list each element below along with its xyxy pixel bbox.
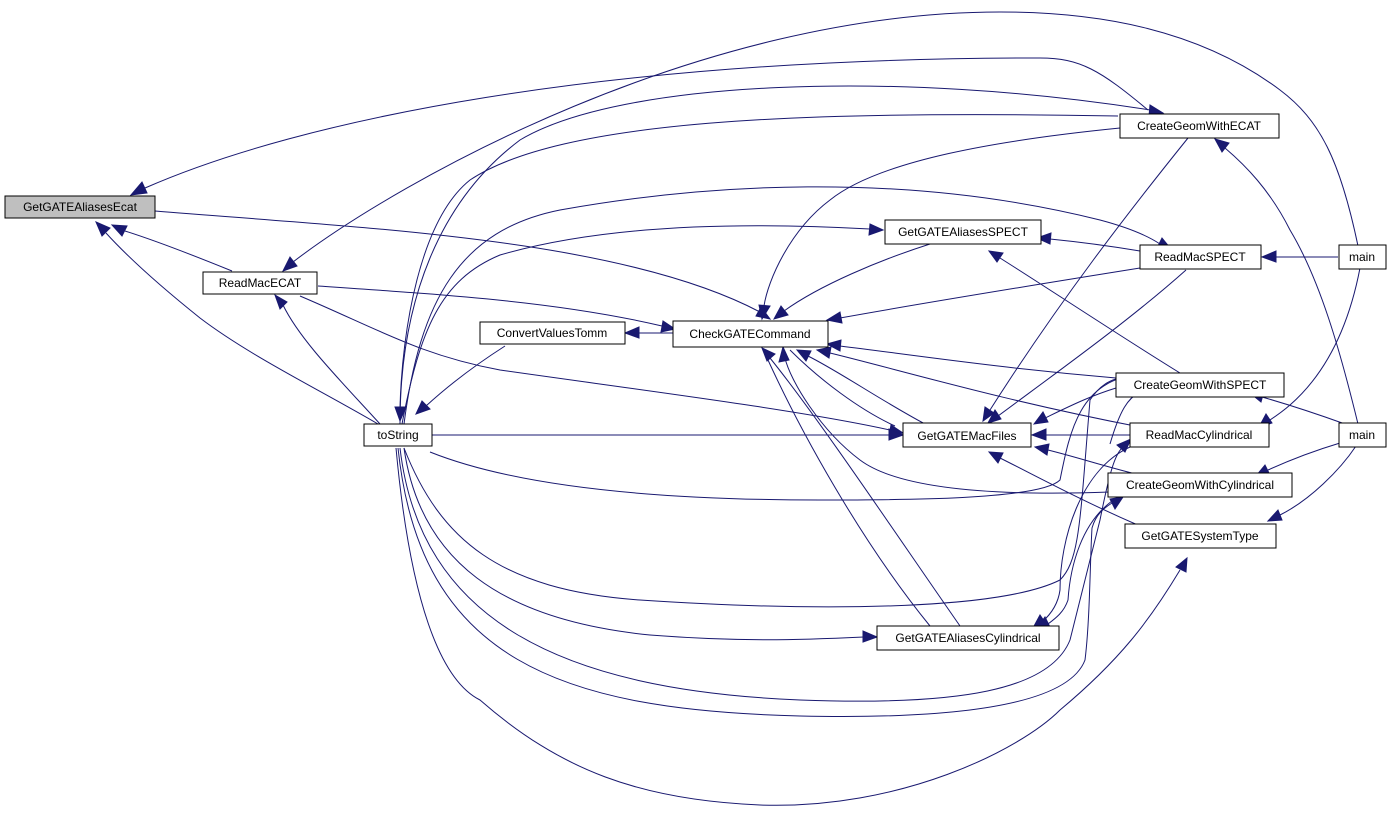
node-label: GetGATEAliasesEcat [23, 200, 137, 214]
edge-convertvaluestomm-to-tostring [415, 345, 506, 415]
node-getgatealiasescylindrical[interactable]: GetGATEAliasesCylindrical [876, 625, 1060, 651]
edge-getgatealiasescylindrical-to-checkgatecommand-2 [767, 359, 931, 627]
node-readmacspect[interactable]: ReadMacSPECT [1139, 244, 1262, 270]
edge-creategeomwithspect-to-checkgatecommand [825, 339, 1117, 379]
edge-tostring-to-getgatealiasescylindrical [403, 447, 879, 643]
node-label: main [1349, 250, 1375, 264]
edge-main1-to-readmacspect [1260, 250, 1339, 263]
edge-checkgatecommand-getgatemacfiles-loop [789, 349, 896, 427]
edge-tostring-to-getgatemacfiles [432, 428, 905, 441]
node-getgatealiasesspect[interactable]: GetGATEAliasesSPECT [884, 219, 1042, 245]
node-readmaccylindrical[interactable]: ReadMacCylindrical [1129, 422, 1270, 448]
edge-main2-to-creategeomwithcylindrical [1254, 442, 1341, 477]
edge-main2-to-creategeomwithecat [1213, 138, 1359, 425]
node-convertvaluestomm[interactable]: ConvertValuesTomm [479, 321, 626, 345]
edge-main1-to-readmacecat [281, 11, 1359, 272]
edge-getgatesystemtype-to-getgatemacfiles [987, 451, 1141, 527]
edge-tostring-to-readmaccylindrical-loop [399, 438, 1132, 702]
edge-creategeomwithecat-to-tostring [394, 113, 1119, 423]
node-readmacecat[interactable]: ReadMacECAT [202, 271, 318, 295]
edge-getgatealiasescylindrical-to-checkgatecommand [761, 347, 961, 627]
nodes: GetGATEAliasesEcat ReadMacECAT toString … [4, 113, 1387, 651]
edge-creategeomwithcylindrical-to-checkgatecommand [778, 345, 1111, 494]
node-label: GetGATEAliasesSPECT [898, 225, 1028, 239]
edge-readmacspect-to-checkgatecommand [825, 267, 1141, 324]
node-label: CreateGeomWithECAT [1137, 119, 1261, 133]
edge-creategeomwithecat-to-checkgatecommand [758, 127, 1121, 321]
edge-readmacspect-to-getgatemacfiles [986, 269, 1187, 424]
node-creategeomwithcylindrical[interactable]: CreateGeomWithCylindrical [1107, 472, 1293, 498]
edge-main2-to-getgatesystemtype [1266, 445, 1357, 522]
node-creategeomwithecat[interactable]: CreateGeomWithECAT [1119, 113, 1280, 139]
node-label: CreateGeomWithSPECT [1134, 378, 1267, 392]
edge-tostring-to-getgatealiasesspect [401, 223, 885, 425]
node-getgatealiasesecat[interactable]: GetGATEAliasesEcat [4, 195, 156, 219]
node-label: ReadMacCylindrical [1146, 428, 1253, 442]
node-label: ConvertValuesTomm [497, 326, 607, 340]
node-label: GetGATEAliasesCylindrical [895, 631, 1040, 645]
edge-tostring-to-creategeomwithcylindrical-loop [397, 447, 1125, 717]
node-label: toString [377, 428, 418, 442]
edge-getgatemacfiles-to-checkgatecommand [795, 349, 926, 425]
edge-readmacspect-to-getgatealiasesspect [1035, 232, 1141, 252]
edge-checkgatecommand-to-convertvaluestomm [623, 326, 674, 339]
edge-creategeomwithspect-to-getgatealiasesspect [987, 250, 1181, 374]
node-label: GetGATEMacFiles [917, 429, 1016, 443]
edge-getgatemacfiles-to-tostring-curve [429, 373, 1141, 501]
node-label: GetGATESystemType [1141, 529, 1258, 543]
node-getgatemacfiles[interactable]: GetGATEMacFiles [902, 422, 1032, 448]
node-creategeomwithspect[interactable]: CreateGeomWithSPECT [1115, 372, 1285, 398]
node-label: CreateGeomWithCylindrical [1126, 478, 1274, 492]
edge-creategeomwithecat-to-getgatemacfiles [982, 137, 1189, 423]
edge-getgatealiasesspect-to-checkgatecommand [772, 243, 931, 320]
edge-readmaccylindrical-to-getgatemacfiles [1030, 428, 1130, 441]
edge-readmacecat-to-checkgatecommand [317, 285, 677, 333]
edge-creategeomwithspect-to-getgatemacfiles [1032, 387, 1117, 425]
edge-tostring-to-readmacecat [274, 293, 381, 425]
node-tostring[interactable]: toString [363, 423, 433, 447]
edge-readmaccylindrical-to-checkgatecommand [815, 346, 1141, 428]
edge-creategeomwithecat-to-getgatealiasesecat [129, 57, 1149, 196]
node-label: ReadMacSPECT [1154, 250, 1246, 264]
edges [95, 11, 1361, 806]
edge-tostring-to-getgatealiasesecat [95, 221, 379, 425]
node-label: ReadMacECAT [219, 276, 302, 290]
edge-readmacecat-to-getgatealiasesecat [110, 224, 233, 272]
node-label: main [1349, 428, 1375, 442]
node-getgatesystemtype[interactable]: GetGATESystemType [1124, 523, 1277, 549]
node-main-upper[interactable]: main [1338, 244, 1387, 270]
node-checkgatecommand[interactable]: CheckGATECommand [672, 320, 829, 348]
edge-tostring-to-readmacspect [403, 186, 1173, 425]
edge-main1-to-readmaccylindrical [1257, 267, 1361, 428]
edge-tostring-to-getgatesystemtype-loop [395, 447, 1188, 806]
edge-getgatealiasesecat-to-checkgatecommand [154, 210, 772, 320]
node-main-lower[interactable]: main [1338, 422, 1387, 448]
node-label: CheckGATECommand [689, 327, 810, 341]
